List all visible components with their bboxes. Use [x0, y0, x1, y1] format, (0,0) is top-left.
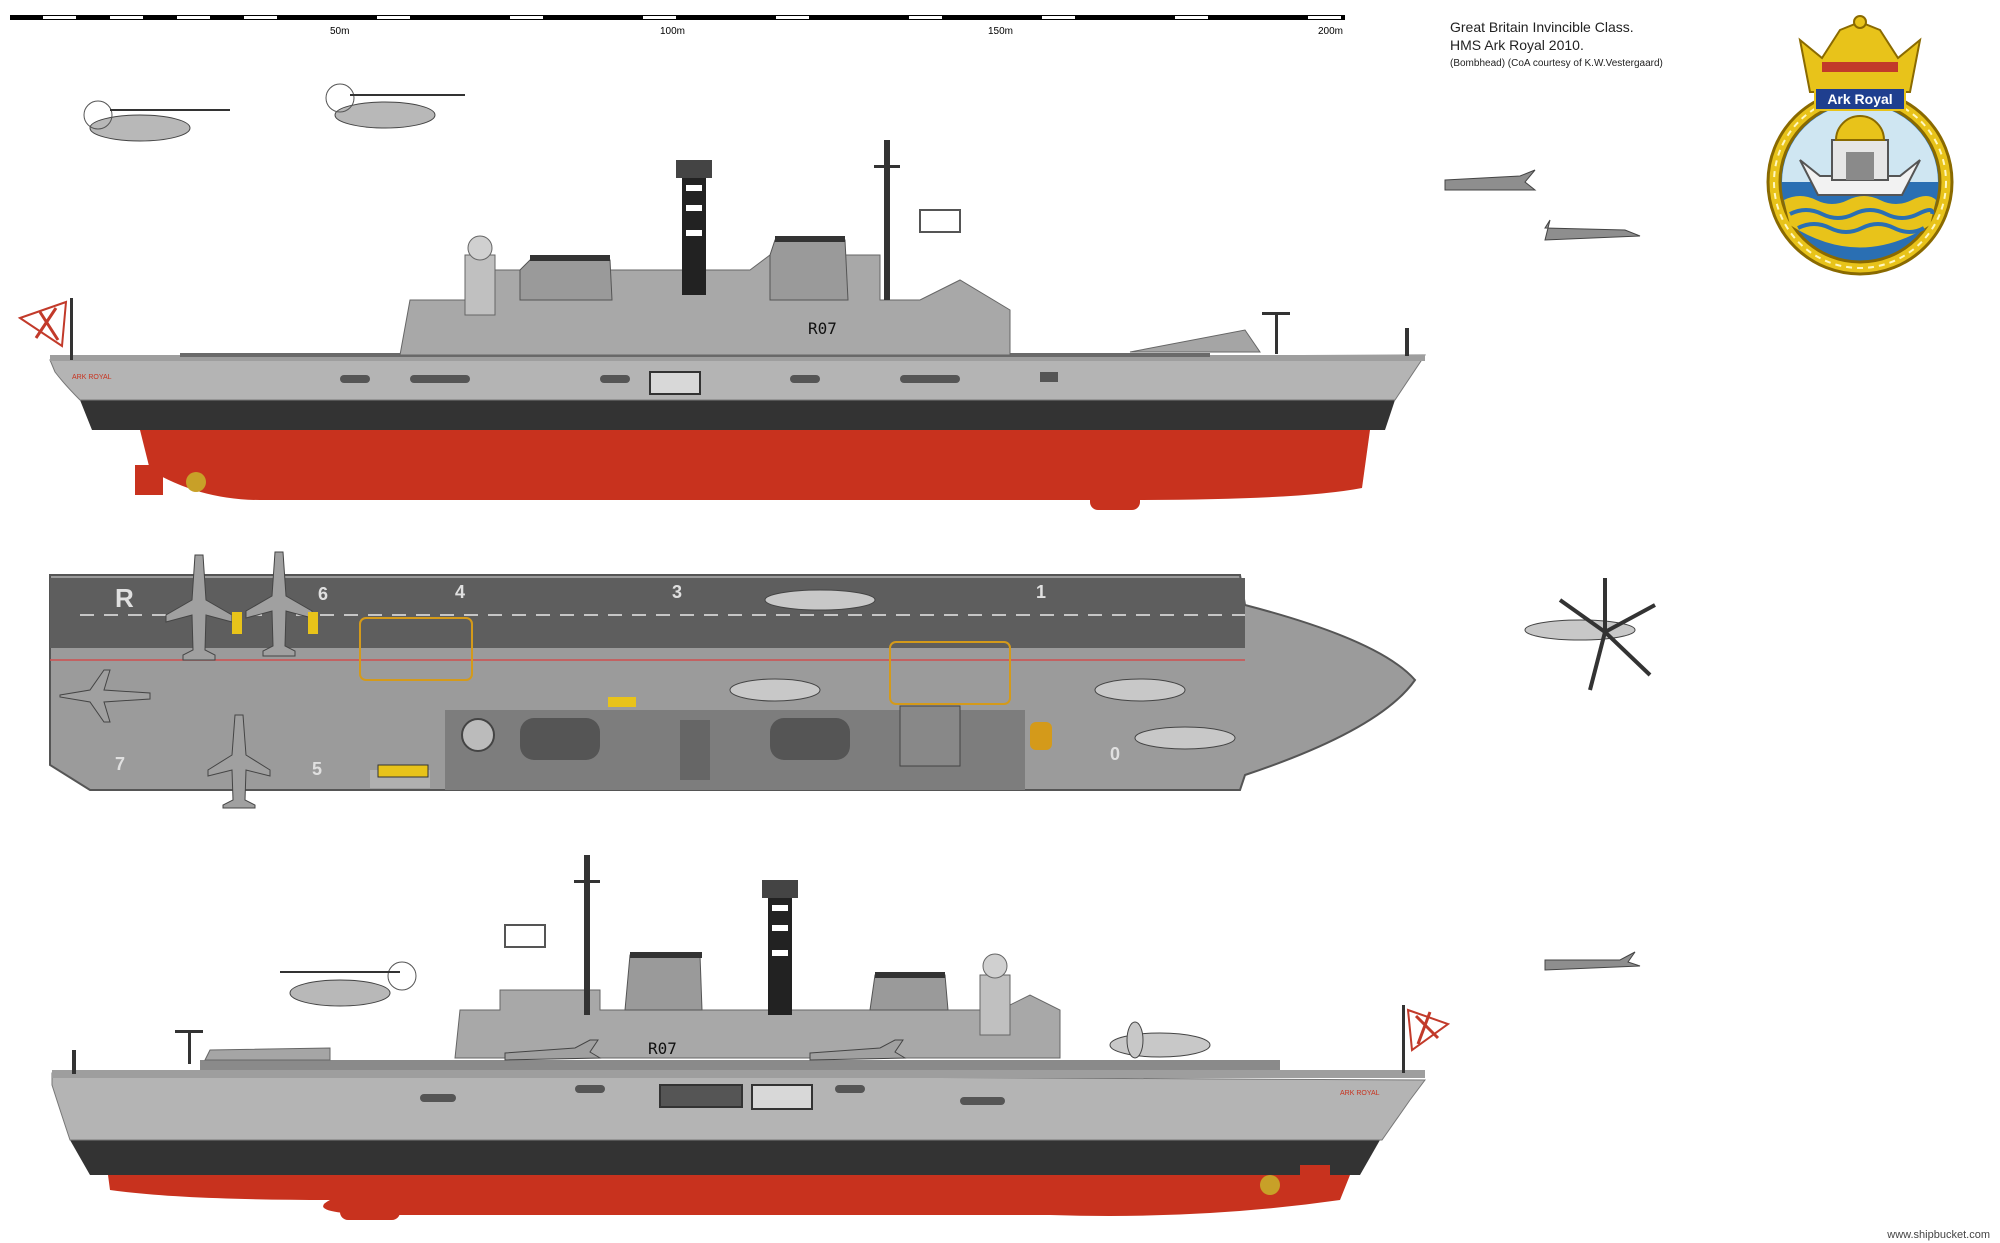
deck-spot-1: 1 — [1036, 582, 1046, 602]
scale-bar: 50m 100m 150m 200m — [10, 15, 1345, 37]
merlin-helicopter-flying-3 — [280, 961, 417, 1007]
watermark: www.shipbucket.com — [1886, 1229, 1990, 1241]
pennant-port: R07 — [648, 1039, 677, 1058]
mainmast-port — [762, 880, 798, 1015]
stern-name-port: ARK ROYAL — [1340, 1090, 1380, 1097]
scale-label-100m: 100m — [660, 26, 685, 37]
scale-label-200m: 200m — [1318, 26, 1343, 37]
harrier-flying-2 — [1544, 219, 1641, 241]
pennant-starboard: R07 — [808, 319, 837, 338]
side-view-port: ARK ROYAL R07 — [51, 855, 1451, 1220]
merlin-helicopter-topview-flying — [1524, 578, 1656, 691]
mainmast-starboard — [676, 160, 712, 295]
credit-authors: (Bombhead) (CoA courtesy of K.W.Vesterga… — [1450, 58, 1663, 69]
credits-block: Great Britain Invincible Class. HMS Ark … — [1450, 19, 1663, 69]
deck-spot-5: 5 — [312, 759, 322, 779]
deck-spot-4: 4 — [455, 582, 465, 602]
credit-ship: HMS Ark Royal 2010. — [1450, 37, 1584, 53]
deck-spot-3: 3 — [672, 582, 682, 602]
deck-spot-7: 7 — [115, 754, 125, 774]
crest-banner-text: Ark Royal — [1827, 91, 1892, 107]
harrier-flying-3 — [1544, 951, 1641, 971]
ark-royal-crest: Ark Royal — [1766, 15, 1954, 276]
deck-spot-r: R — [115, 583, 134, 613]
scale-label-150m: 150m — [988, 26, 1013, 37]
merlin-helicopter-flying-2 — [325, 83, 465, 129]
deck-spot-0: 0 — [1110, 744, 1120, 764]
deck-spot-6: 6 — [318, 584, 328, 604]
credit-title: Great Britain Invincible Class. — [1450, 19, 1634, 35]
side-view-starboard: ARK ROYAL R07 — [17, 140, 1426, 510]
foremast-starboard — [874, 140, 961, 300]
foremast-port — [504, 855, 600, 1015]
scale-label-50m: 50m — [330, 26, 349, 37]
harrier-flying-1 — [1444, 169, 1537, 191]
merlin-helicopter-flying-1 — [83, 100, 230, 142]
flight-deck-top-view: R 6 4 3 1 7 5 0 — [49, 551, 1417, 809]
stern-name-starboard: ARK ROYAL — [72, 374, 112, 381]
